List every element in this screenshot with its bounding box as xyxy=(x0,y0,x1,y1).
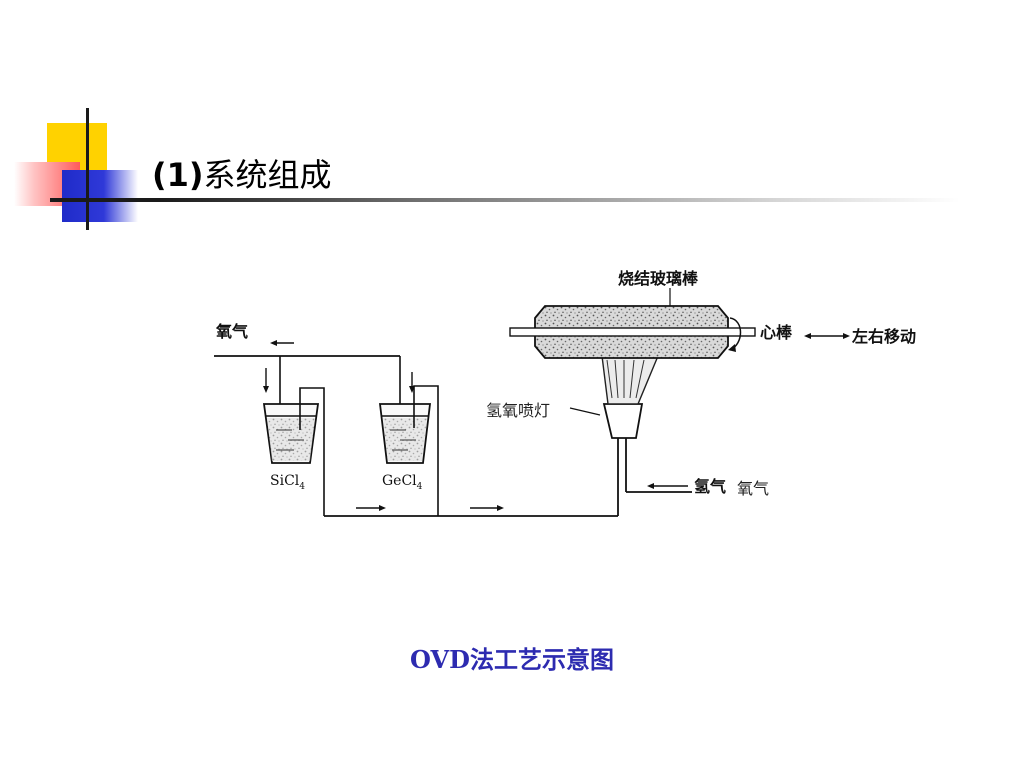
sicl4-bubbler xyxy=(262,403,320,464)
bubbler-1-outlet-tube xyxy=(299,387,325,516)
gas-flow-arrow-icon xyxy=(647,483,688,489)
ovd-process-diagram: 氧气 SiCl4 GeCl4 xyxy=(214,269,793,517)
slide-title-text: 系统组成 xyxy=(203,156,332,194)
torch-label-leader xyxy=(569,407,601,416)
gecl4-label: GeCl4 xyxy=(382,473,423,492)
figure-caption: OVD法工艺示意图 xyxy=(410,645,614,674)
flow-arrow-icon xyxy=(470,505,504,511)
torch-oxygen-label: 氧气 xyxy=(737,479,769,498)
down-arrow-icon xyxy=(263,368,269,393)
flame-icon xyxy=(601,355,660,405)
hydrogen-label: 氢气 xyxy=(694,477,726,496)
core-rod xyxy=(509,327,756,337)
core-rod-label: 心棒 xyxy=(760,323,793,342)
title-decoration-blue-square xyxy=(62,170,138,222)
bubbler-2-outlet-tube xyxy=(413,385,439,516)
sintered-rod-label: 烧结玻璃棒 xyxy=(618,269,699,288)
title-underline xyxy=(50,198,960,202)
slide-title-number: (1) xyxy=(152,156,204,194)
oxygen-flow-arrow-icon xyxy=(270,340,294,346)
left-right-move-label: 左右移动 xyxy=(851,327,916,346)
gecl4-bubbler xyxy=(378,403,432,464)
double-arrow-icon xyxy=(804,333,850,339)
slide-title: (1)系统组成 xyxy=(152,150,332,196)
oxyhydrogen-torch-icon xyxy=(602,403,644,439)
movement-annotation: 左右移动 xyxy=(804,327,916,346)
rotation-arrow-icon xyxy=(728,317,742,352)
torch-label: 氢氧喷灯 xyxy=(486,401,550,420)
title-decoration-vertical-line xyxy=(86,108,89,230)
sicl4-label: SiCl4 xyxy=(270,473,305,492)
oxygen-inlet-label: 氧气 xyxy=(215,322,248,341)
flow-arrow-icon xyxy=(356,505,386,511)
